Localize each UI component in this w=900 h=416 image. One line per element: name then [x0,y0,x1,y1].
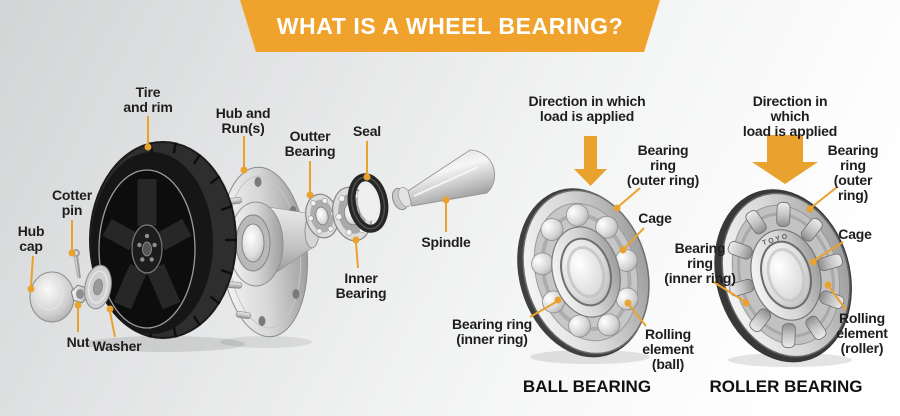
dot-hub-cap [27,285,35,293]
hub-cap-illustration [29,271,75,323]
washer-illustration [84,264,112,310]
label-seal: Seal [353,123,381,139]
dot-ball-outer-ring [613,204,621,212]
label-roller-inner-ring: Bearing ring (inner ring) [664,240,736,286]
dot-nut [74,301,82,309]
tire-illustration [89,141,237,339]
label-ball-inner-ring: Bearing ring (inner ring) [451,316,533,347]
leader-inner-bearing [355,242,359,269]
label-outer-bearing: Outter Bearing [284,128,336,159]
label-cotter-pin: Cotter pin [51,187,93,218]
dot-spindle [442,196,450,204]
dot-outer-bearing [306,191,314,199]
label-washer: Washer [92,338,142,354]
outer-bearing-illustration [305,193,339,239]
label-roller-cage: Cage [838,226,872,242]
roller-bearing-title: ROLLER BEARING [709,377,863,396]
dot-roller-outer-ring [806,205,814,213]
leader-roller-cage [814,241,844,261]
label-tire-and-rim: Tire and rim [123,84,173,115]
ball-load-arrow-icon [574,136,607,186]
leader-ball-rolling [629,305,647,327]
dot-roller-cage [809,258,817,266]
leader-lines [30,116,847,338]
label-hub-and-runs: Hub and Run(s) [215,105,271,136]
label-ball-outer-ring: Bearing ring (outer ring) [626,142,700,188]
label-inner-bearing: Inner Bearing [335,270,387,301]
page-title: WHAT IS A WHEEL BEARING? [276,12,624,39]
label-roller-rolling-element: Rolling element (roller) [836,310,888,356]
label-nut: Nut [66,334,90,350]
dot-seal [363,173,371,181]
rollers [727,201,845,349]
leader-hub-cap [30,255,34,287]
spindle-illustration [391,149,496,211]
seal-illustration [347,173,389,233]
leader-ball-outer-ring [618,187,641,207]
dot-ball-cage [619,246,627,254]
label-ball-rolling-element: Rolling element (ball) [642,326,694,372]
leader-dots [27,143,832,313]
dot-hub [240,166,248,174]
roller-load-arrow-icon [752,135,818,184]
leader-ball-cage [624,227,645,249]
label-ball-load-direction: Direction in which load is applied [528,93,646,124]
roller-bearing-illustration: TOYO [714,189,852,363]
rim-spokes [102,179,192,310]
title-banner: WHAT IS A WHEEL BEARING? [240,0,660,52]
dot-ball-rolling [624,299,632,307]
dot-tire [144,143,152,151]
label-ball-cage: Cage [638,210,672,226]
hub-illustration [220,166,320,338]
label-hub-cap: Hub cap [17,223,45,254]
label-roller-outer-ring: Bearing ring (outer ring) [827,142,879,203]
leader-roller-rolling [829,287,847,311]
label-roller-load-direction: Direction in which load is applied [742,93,838,139]
ball-bearing-title: BALL BEARING [522,377,652,396]
dot-inner-bearing [352,236,360,244]
leader-roller-inner-ring [711,280,745,302]
leader-roller-outer-ring [811,186,838,208]
leader-washer [109,311,116,338]
dot-ball-inner-ring [554,296,562,304]
label-spindle: Spindle [421,234,471,250]
dot-cotter-pin [68,249,76,257]
dot-roller-inner-ring [742,299,750,307]
dot-washer [106,305,114,313]
lug-holes [137,233,157,262]
leader-ball-inner-ring [529,301,557,318]
dot-roller-rolling [824,281,832,289]
